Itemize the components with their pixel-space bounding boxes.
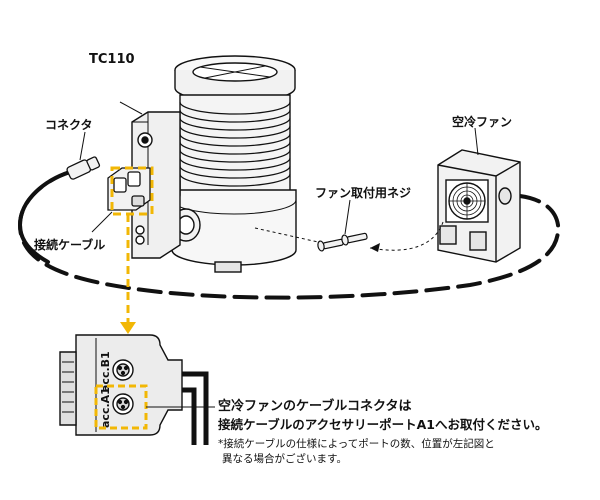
tc110-label: TC110 <box>89 52 135 67</box>
fan-mount-screws <box>317 232 368 252</box>
connection-cable-label: 接続ケーブル <box>34 238 106 252</box>
fan-screw-label: ファン取付用ネジ <box>315 186 412 200</box>
port-label-b1: acc.B1 <box>99 351 112 392</box>
highlight-arrow <box>110 166 154 322</box>
callout-leaders <box>79 127 479 235</box>
cable-connector <box>66 156 101 180</box>
connection-cable-block <box>107 167 151 211</box>
cooling-fan-unit <box>437 149 521 263</box>
connector-label: コネクタ <box>45 118 93 132</box>
note-line-4: 異なる場合がございます。 <box>222 453 347 465</box>
port-label-a1: acc.A1 <box>99 387 112 428</box>
note-line-3: *接続ケーブルの仕様によってポートの数、位置が左記図と <box>218 438 495 450</box>
cooling-fan-label: 空冷ファン <box>452 115 513 129</box>
tc110-controller <box>119 101 181 259</box>
turbo-pump <box>163 55 297 273</box>
highlight-arrow-head <box>120 322 136 334</box>
mounting-arrow-head <box>370 243 380 252</box>
note-line-2: 接続ケーブルのアクセサリーポートA1へお取付ください。 <box>218 417 548 432</box>
mounting-guide <box>254 221 444 251</box>
fan-cable <box>17 170 561 300</box>
note-line-1: 空冷ファンのケーブルコネクタは <box>218 399 412 414</box>
